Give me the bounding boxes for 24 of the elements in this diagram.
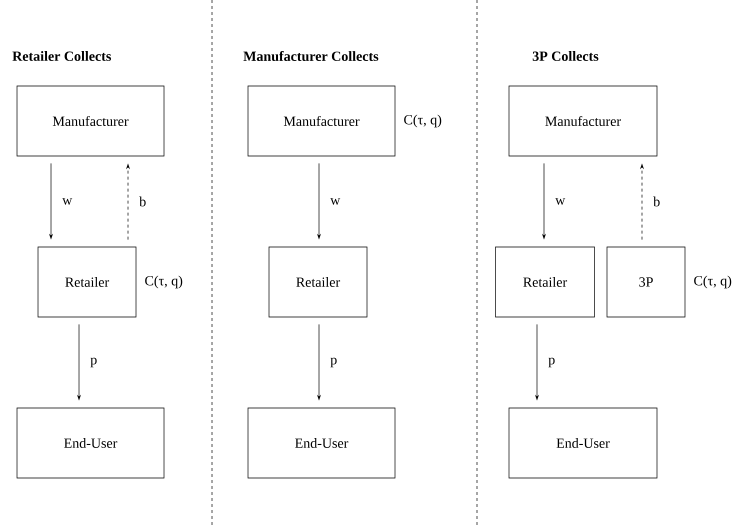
cost-label: C(τ, q) xyxy=(145,276,182,288)
cost-label: C(τ, q) xyxy=(404,114,442,128)
edge-label: b xyxy=(138,196,148,208)
process-box: Manufacturer xyxy=(248,86,396,156)
process-box: End-User xyxy=(16,408,164,478)
panel-heading: Retailer Collects xyxy=(12,51,111,61)
process-box: Retailer xyxy=(38,246,136,318)
process-box: End-User xyxy=(248,408,396,478)
edge-label: w xyxy=(554,197,566,206)
process-box: 3P xyxy=(606,246,686,318)
process-box: End-User xyxy=(508,408,658,478)
edge-label: w xyxy=(329,197,342,206)
edge-label: w xyxy=(61,197,74,206)
process-box: Manufacturer xyxy=(508,86,658,156)
edge-label: p xyxy=(329,356,338,368)
cost-label: C(τ, q) xyxy=(694,276,732,288)
process-box: Manufacturer xyxy=(16,86,164,156)
edge-label: p xyxy=(89,356,98,368)
process-box: Retailer xyxy=(268,246,368,318)
edge-label: b xyxy=(652,196,662,208)
panel-heading: 3P Collects xyxy=(532,51,598,61)
panel-heading: Manufacturer Collects xyxy=(243,50,378,61)
process-box: Retailer xyxy=(495,246,595,318)
edge-label: p xyxy=(547,356,556,368)
